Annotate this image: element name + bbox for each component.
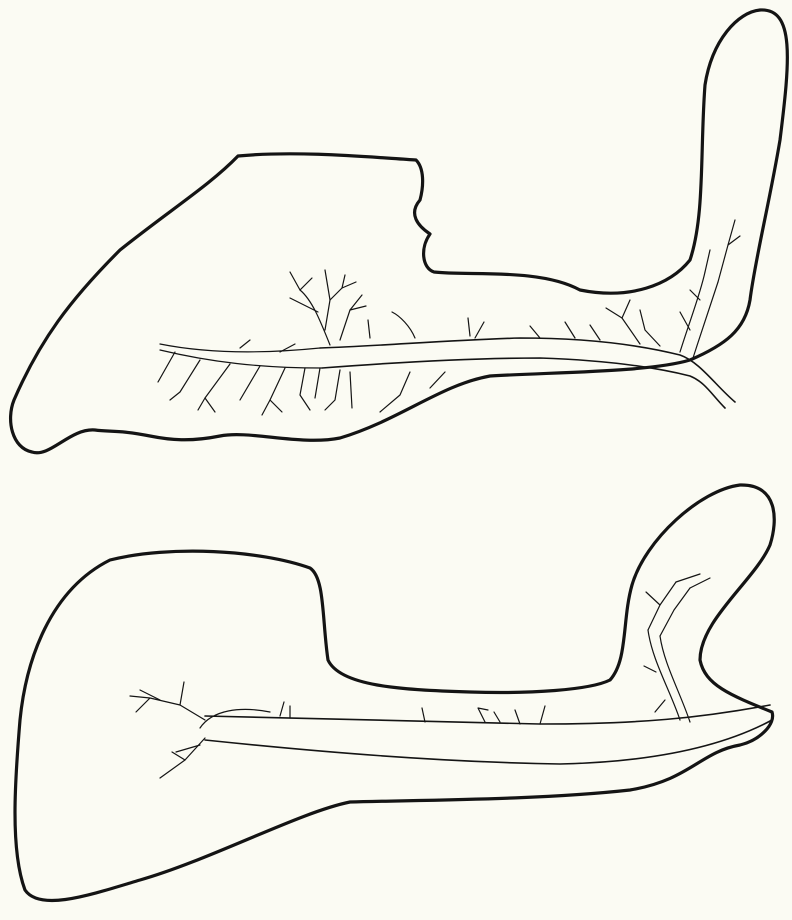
- illustration-svg: [0, 0, 792, 920]
- paper-background: [0, 0, 792, 920]
- illustration-canvas: [0, 0, 792, 920]
